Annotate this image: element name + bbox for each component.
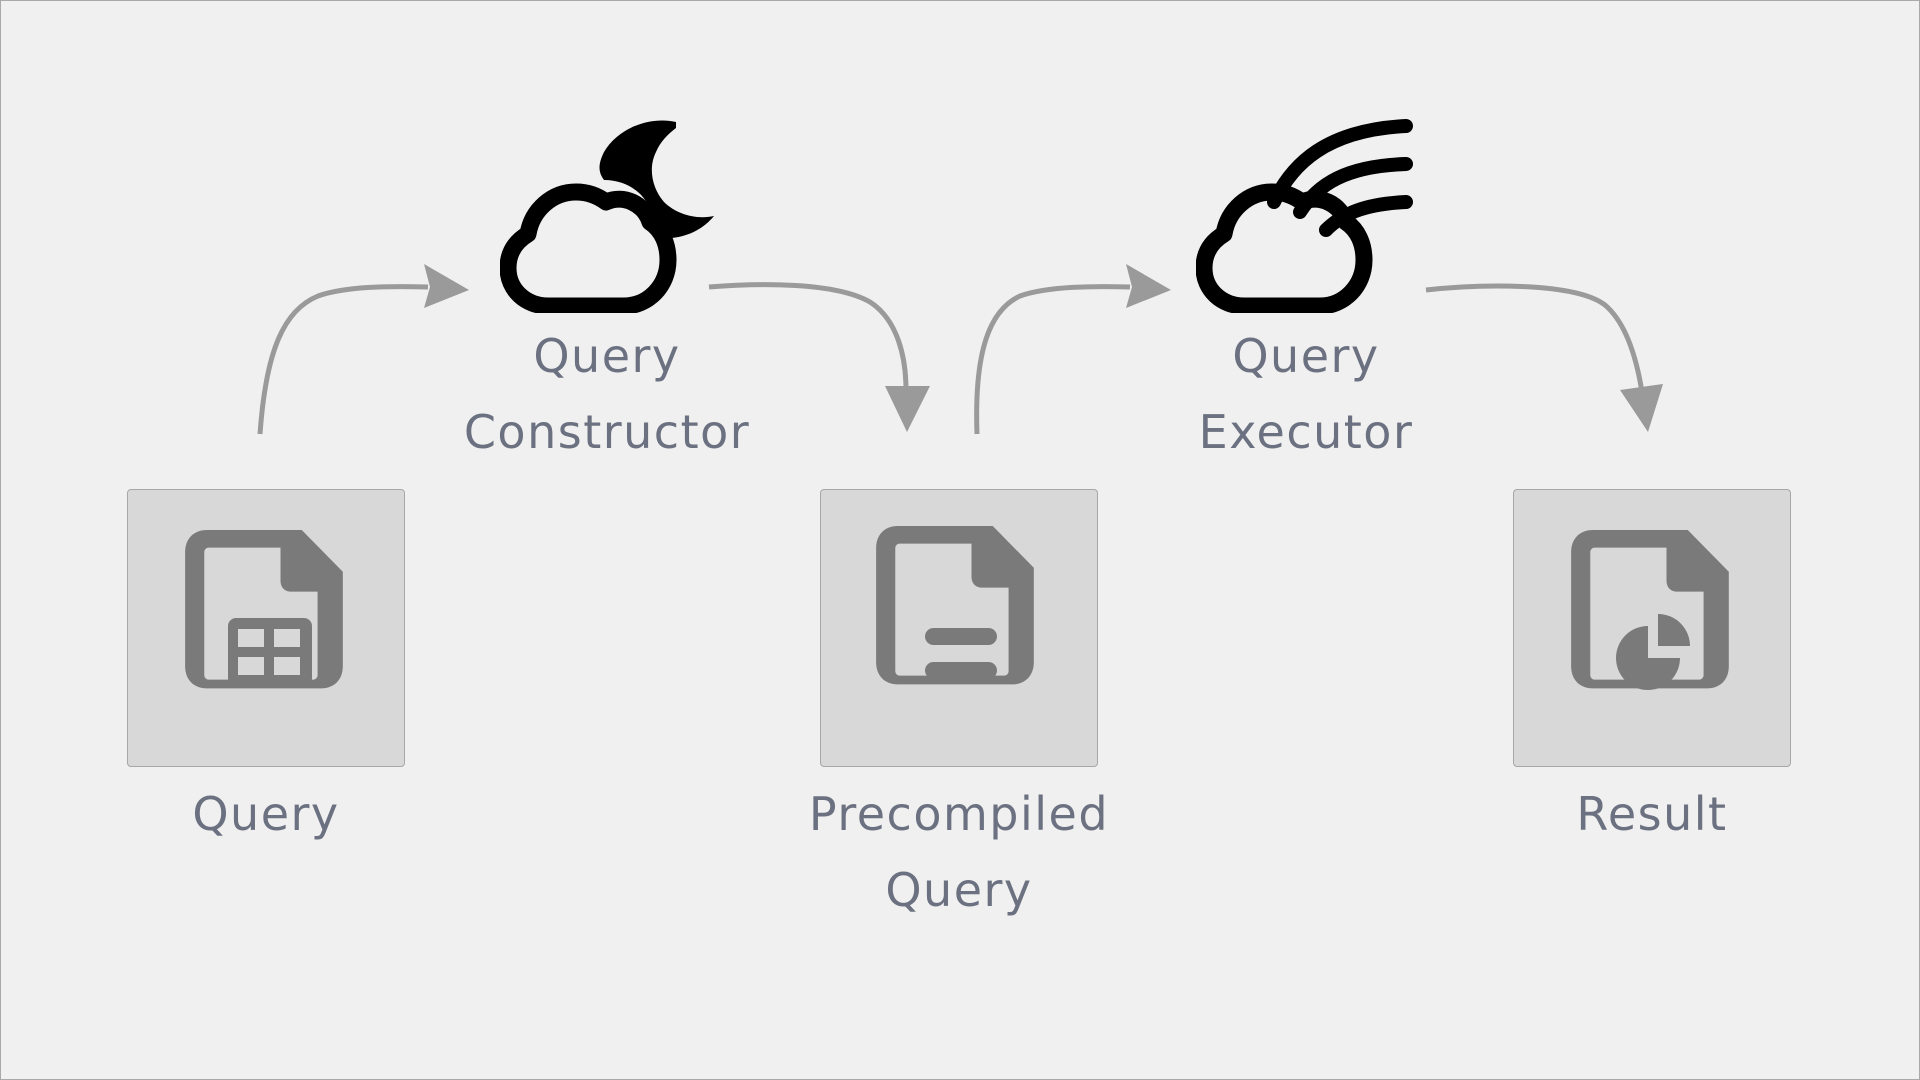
cloud-rainbow-icon bbox=[1196, 119, 1413, 313]
arrow-query-to-constructor bbox=[257, 284, 429, 435]
node-query bbox=[127, 489, 405, 767]
arrow-constructor-to-precompiled bbox=[708, 282, 909, 391]
arrowhead-constructor bbox=[424, 264, 469, 308]
process-label-constructor: Query Constructor bbox=[463, 329, 751, 459]
node-label-query: Query bbox=[192, 787, 340, 841]
node-label-result: Result bbox=[1576, 787, 1728, 841]
arrowhead-precompiled bbox=[885, 386, 930, 432]
document-file-icon bbox=[876, 526, 1034, 685]
spreadsheet-file-icon bbox=[185, 530, 343, 689]
process-label-executor: Query Executor bbox=[1198, 329, 1414, 459]
arrowhead-executor bbox=[1126, 264, 1171, 308]
arrow-executor-to-result bbox=[1425, 283, 1645, 393]
arrowhead-result bbox=[1620, 384, 1663, 432]
node-precompiled bbox=[820, 489, 1098, 767]
pie-chart-file-icon bbox=[1571, 530, 1729, 690]
arrow-precompiled-to-executor bbox=[974, 284, 1131, 435]
cloud-moon-icon bbox=[500, 120, 714, 313]
node-result bbox=[1513, 489, 1791, 767]
node-label-precompiled: Precompiled Query bbox=[808, 787, 1110, 917]
